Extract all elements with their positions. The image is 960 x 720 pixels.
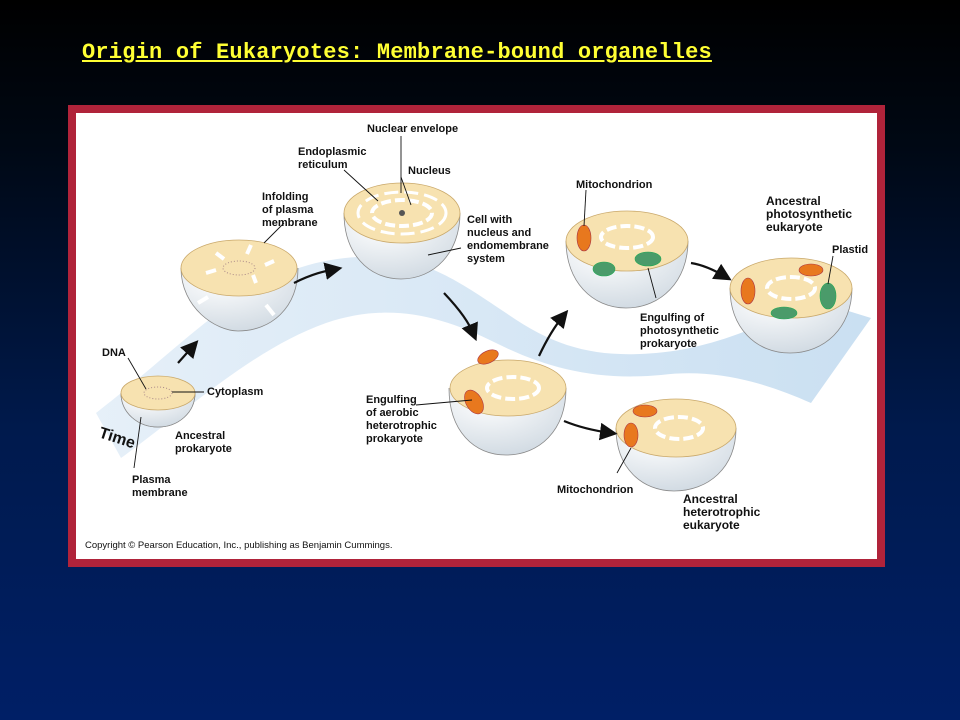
label-engulf-aerobic-4: prokaryote (366, 433, 423, 445)
copyright-text: Copyright © Pearson Education, Inc., pub… (85, 540, 392, 551)
ancestral-photosynthetic-cell (729, 257, 853, 354)
label-anc-hetero-3: eukaryote (683, 518, 740, 532)
label-ancestral-prokaryote-2: prokaryote (175, 443, 232, 455)
ancestral-prokaryote-cell (120, 375, 196, 428)
evolution-diagram: Time (85, 123, 871, 551)
label-plasma-membrane-1: Plasma (132, 474, 171, 486)
label-infolding-1: Infolding (262, 191, 308, 203)
arrow-2 (293, 262, 343, 284)
label-cell-nucleus-4: system (467, 253, 505, 265)
label-infolding-2: of plasma (262, 204, 314, 216)
label-engulf-photo-3: prokaryote (640, 338, 697, 350)
label-anc-photo-1: Ancestral (766, 194, 821, 208)
arrow-6 (563, 419, 618, 441)
label-cytoplasm: Cytoplasm (207, 386, 263, 398)
label-nuclear-envelope: Nuclear envelope (367, 123, 458, 135)
label-cell-nucleus-2: nucleus and (467, 227, 531, 239)
label-er-1: Endoplasmic (298, 146, 366, 158)
slide-title: Origin of Eukaryotes: Membrane-bound org… (82, 40, 712, 65)
figure-frame: Time (68, 105, 885, 567)
nucleus-cell (343, 182, 461, 280)
leader-lines (127, 136, 834, 474)
time-band (96, 256, 871, 458)
ancestral-heterotrophic-cell (615, 398, 737, 492)
arrow-4 (538, 309, 569, 357)
label-anc-hetero-1: Ancestral (683, 492, 738, 506)
label-infolding-3: membrane (262, 217, 318, 229)
label-plastid: Plastid (832, 244, 868, 256)
label-engulf-aerobic-2: of aerobic (366, 407, 419, 419)
arrow-5 (690, 261, 732, 281)
infolding-cell (180, 239, 299, 332)
label-cell-nucleus-1: Cell with (467, 214, 513, 226)
engulfing-aerobic-cell (448, 349, 567, 456)
label-anc-photo-3: eukaryote (766, 220, 823, 234)
label-mitochondrion-bottom: Mitochondrion (557, 484, 634, 496)
label-ancestral-prokaryote-1: Ancestral (175, 430, 225, 442)
label-engulf-aerobic-1: Engulfing (366, 394, 417, 406)
figure-panel: Time (76, 113, 877, 559)
engulfing-photosynthetic-cell (565, 210, 689, 309)
arrow-3 (443, 292, 478, 342)
label-engulf-aerobic-3: heterotrophic (366, 420, 437, 432)
label-cell-nucleus-3: endomembrane (467, 240, 549, 252)
label-plasma-membrane-2: membrane (132, 487, 188, 499)
label-dna: DNA (102, 347, 126, 359)
label-er-2: reticulum (298, 159, 348, 171)
label-nucleus: Nucleus (408, 165, 451, 177)
arrow-1 (177, 340, 199, 364)
label-anc-photo-2: photosynthetic (766, 207, 852, 221)
label-engulf-photo-2: photosynthetic (640, 325, 719, 337)
label-mitochondrion-top: Mitochondrion (576, 179, 653, 191)
label-engulf-photo-1: Engulfing of (640, 312, 704, 324)
label-anc-hetero-2: heterotrophic (683, 505, 761, 519)
